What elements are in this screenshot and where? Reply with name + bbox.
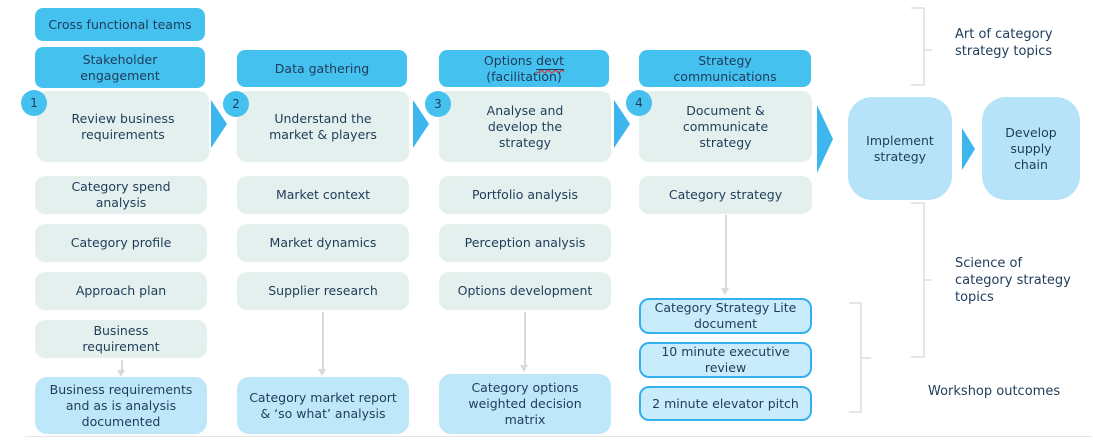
- step-box-understand-market: Understand the market & players: [237, 91, 409, 162]
- item-approach-plan: Approach plan: [35, 272, 207, 310]
- connector-arrow-col4: [725, 215, 727, 289]
- connector-arrowhead-col3: [520, 365, 528, 372]
- outcome-business-requirements-documented: Business requirements and as is analysis…: [35, 377, 207, 434]
- step-box-document-communicate: Document & communicate strategy: [639, 91, 812, 162]
- bracket-science: [911, 202, 932, 358]
- step-box-analyse-develop-strategy: Analyse and develop the strategy: [439, 91, 611, 162]
- outcome-category-market-report: Category market report & ‘so what’ analy…: [237, 377, 409, 434]
- end-box-implement-strategy: Implement strategy: [848, 97, 952, 200]
- header-cross-functional-teams: Cross functional teams: [35, 8, 205, 41]
- header-options-devt: Options devt (facilitation): [439, 50, 609, 87]
- connector-arrowhead-col2: [318, 369, 326, 376]
- workshop-output-lite-document: Category Strategy Lite document: [639, 298, 812, 334]
- step-circle-4: 4: [626, 90, 652, 116]
- label-art-of-category: Art of category strategy topics: [955, 27, 1053, 59]
- bracket-art: [911, 7, 932, 86]
- step-circle-3: 3: [425, 91, 451, 117]
- chevron-arrow-1: [211, 100, 227, 148]
- chevron-arrow-2: [413, 100, 429, 148]
- step-box-review-business-requirements: Review business requirements: [37, 91, 209, 162]
- item-category-strategy: Category strategy: [639, 176, 812, 214]
- bottom-divider: [25, 436, 1091, 437]
- item-perception-analysis: Perception analysis: [439, 224, 611, 262]
- step-circle-2: 2: [223, 91, 249, 117]
- workshop-output-executive-review: 10 minute executive review: [639, 342, 812, 378]
- header-strategy-communications: Strategy communications: [639, 50, 811, 87]
- workshop-output-elevator-pitch: 2 minute elevator pitch: [639, 386, 812, 421]
- spellcheck-squiggle: devt: [536, 52, 565, 68]
- outcome-category-options-matrix: Category options weighted decision matri…: [439, 374, 611, 434]
- connector-arrow-col1: [121, 360, 123, 371]
- item-supplier-research: Supplier research: [237, 272, 409, 310]
- label-workshop-outcomes: Workshop outcomes: [928, 384, 1061, 399]
- item-portfolio-analysis: Portfolio analysis: [439, 176, 611, 214]
- header-data-gathering: Data gathering: [237, 50, 407, 87]
- connector-arrowhead-col4: [721, 288, 729, 295]
- step-circle-1: 1: [21, 90, 47, 116]
- item-options-development: Options development: [439, 272, 611, 310]
- chevron-arrow-4: [817, 105, 833, 173]
- chevron-arrow-3: [614, 100, 630, 148]
- connector-arrow-col2: [322, 312, 324, 370]
- item-category-profile: Category profile: [35, 224, 207, 262]
- label-science-of-category: Science of category strategy topics: [955, 256, 1071, 305]
- header-stakeholder-engagement: Stakeholder engagement: [35, 47, 205, 88]
- end-box-develop-supply-chain: Develop supply chain: [982, 97, 1080, 200]
- connector-arrow-col3: [524, 312, 526, 366]
- connector-arrowhead-col1: [117, 370, 125, 377]
- item-market-dynamics: Market dynamics: [237, 224, 409, 262]
- item-market-context: Market context: [237, 176, 409, 214]
- chevron-arrow-5: [962, 128, 975, 170]
- bracket-workshop: [849, 302, 871, 413]
- item-category-spend-analysis: Category spend analysis: [35, 176, 207, 214]
- item-business-requirement: Business requirement: [35, 320, 207, 358]
